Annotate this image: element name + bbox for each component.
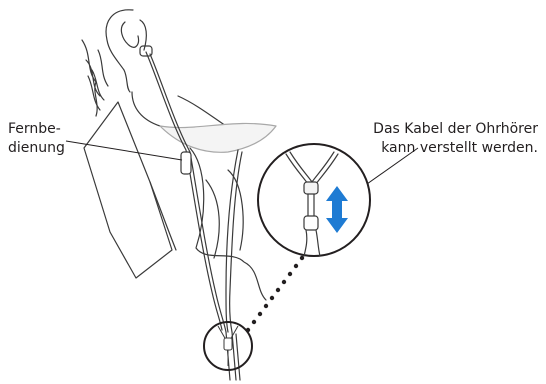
adjust-double-arrow-icon [326,186,348,233]
shirt-fold-1 [149,181,177,251]
shirt-right-panel [189,147,267,301]
cable-right-2 [225,149,239,333]
cable-adjust-label: Das Kabel der Ohrhörer kann verstellt we… [373,120,538,158]
ear-outline [105,9,134,93]
remote-label-line2: dienung [8,140,65,156]
shirt-left-panel [83,101,173,279]
remote-leader-line [65,140,183,161]
splitter [223,337,233,351]
ear-inner [120,21,140,48]
earbud [139,45,153,57]
hair-strokes [81,39,105,117]
collar [159,122,277,153]
remote-label-line1: Fernbe- [8,121,61,137]
cable-label-line2: kann verstellt werden. [381,140,538,156]
chin-line [177,95,227,127]
remote-label: Fernbe- dienung [8,120,65,158]
magnified-slider-top [303,181,319,195]
shirt-fold-3 [227,169,244,251]
cable-right [229,151,243,333]
magnified-cable-lower [307,193,315,217]
hair-strokes-2 [87,49,109,111]
magnified-slider-bottom [303,215,319,231]
detail-source-circle [203,321,253,371]
shirt-fold-2 [205,179,220,259]
neck-line [131,91,161,127]
remote-control [180,151,192,175]
cable-left [145,51,223,331]
dotted-connector [245,255,305,333]
cable-left-2 [149,53,227,333]
cable-label-line1: Das Kabel der Ohrhörer [373,121,538,137]
